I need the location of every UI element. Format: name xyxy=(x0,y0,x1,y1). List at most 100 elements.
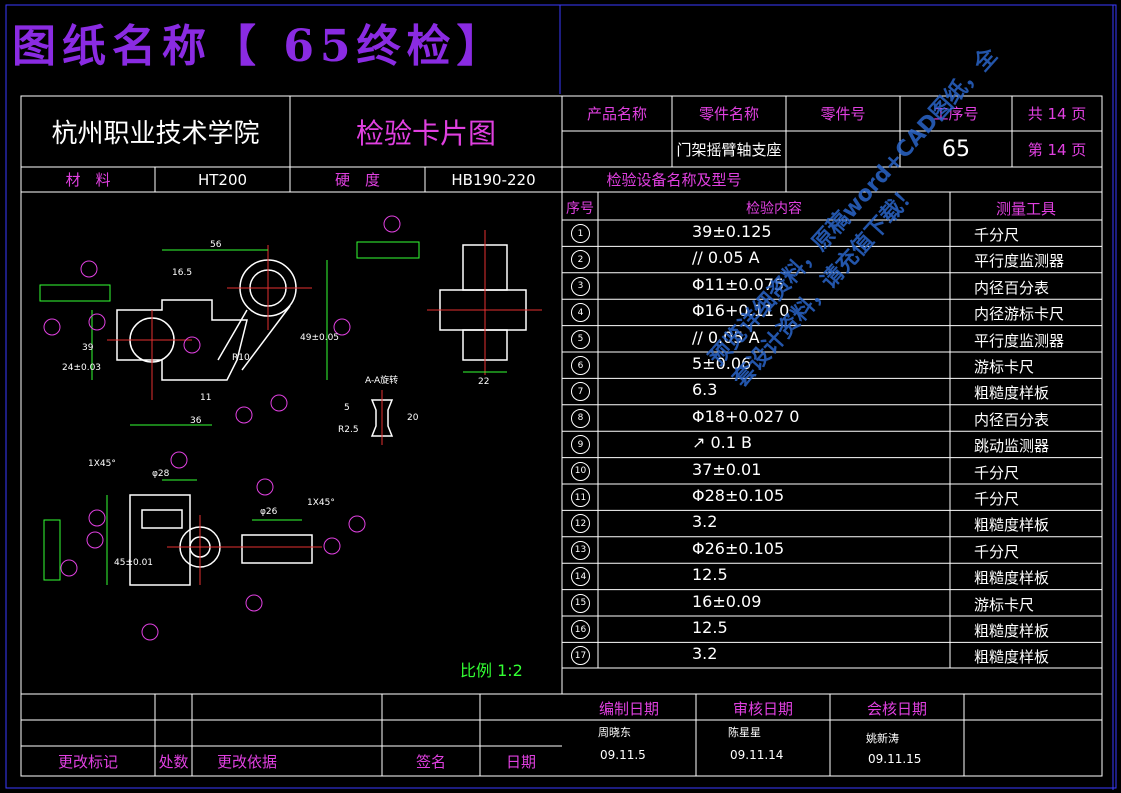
material-label: 材 料 xyxy=(65,171,111,189)
section-label: A-A旋转 xyxy=(365,374,398,386)
table-row: 15 16±0.09 游标卡尺 xyxy=(562,590,1102,616)
part-drawing: 56 16.5 39 24±0.03 11 36 49±0.05 22 φ28 … xyxy=(39,215,542,641)
row-tool: 粗糙度样板 xyxy=(974,648,1050,667)
row-number: 12 xyxy=(571,514,590,534)
row-content: 12.5 xyxy=(692,618,728,637)
change-mark-label: 更改标记 xyxy=(57,752,118,771)
dim-22: 22 xyxy=(478,377,489,387)
table-row: 8 Φ18+0.027 0 内径百分表 xyxy=(562,405,1102,431)
table-row: 13 Φ26±0.105 千分尺 xyxy=(562,537,1102,563)
row-number: 3 xyxy=(571,276,590,296)
row-tool: 内径游标卡尺 xyxy=(974,305,1065,324)
drawing-title: 图纸名称【 65终检】 xyxy=(12,21,507,72)
row-content: 39±0.125 xyxy=(692,222,772,241)
countersigner-name: 姚新涛 xyxy=(866,732,899,745)
basis-label: 更改依据 xyxy=(216,752,277,771)
row-content: // 0.05 A xyxy=(692,248,760,268)
total-pages: 共 14 页 xyxy=(1027,105,1087,123)
row-number: 10 xyxy=(571,461,590,481)
row-content: Φ11±0.075 xyxy=(692,274,785,294)
process-no: 65 xyxy=(942,136,970,162)
col-content-header: 检验内容 xyxy=(746,201,802,217)
row-content: 37±0.01 xyxy=(692,459,762,479)
row-content: 5±0.06 xyxy=(692,354,752,373)
row-content: 16±0.09 xyxy=(692,591,762,611)
dim-36: 36 xyxy=(190,416,202,426)
row-content: Φ18+0.027 0 xyxy=(692,406,800,426)
equipment-label: 检验设备名称及型号 xyxy=(606,171,742,189)
dim-39: 39 xyxy=(82,343,94,353)
row-tool: 内径百分表 xyxy=(974,410,1050,429)
countersign-date-value: 09.11.15 xyxy=(868,752,922,766)
dim-phi26: φ26 xyxy=(260,507,278,517)
col-no-header: 序号 xyxy=(566,201,594,217)
dim-16-5: 16.5 xyxy=(172,268,192,278)
hardness-value: HB190-220 xyxy=(451,170,536,189)
row-tool: 平行度监测器 xyxy=(974,331,1065,350)
table-row: 2 // 0.05 A 平行度监测器 xyxy=(562,246,1102,272)
review-date-value: 09.11.14 xyxy=(730,748,784,762)
row-content: ↗ 0.1 B xyxy=(692,433,752,453)
row-content: Φ28±0.105 xyxy=(692,486,785,505)
row-number: 14 xyxy=(571,567,590,587)
row-number: 2 xyxy=(571,250,590,270)
part-name: 门架摇臂轴支座 xyxy=(676,140,782,159)
row-number: 13 xyxy=(571,540,590,560)
dim-R25: R2.5 xyxy=(338,425,359,435)
table-row: 16 12.5 粗糙度样板 xyxy=(562,616,1102,642)
dim-56: 56 xyxy=(210,240,222,250)
row-number: 8 xyxy=(571,408,590,428)
row-tool: 游标卡尺 xyxy=(974,358,1035,376)
table-row: 3 Φ11±0.075 内径百分表 xyxy=(562,273,1102,299)
reviewer-name: 陈星星 xyxy=(728,726,761,739)
material-value: HT200 xyxy=(197,170,248,189)
compile-date-label: 编制日期 xyxy=(598,699,659,718)
row-number: 6 xyxy=(571,356,590,375)
current-page: 第 14 页 xyxy=(1027,140,1087,159)
row-tool: 粗糙度样板 xyxy=(974,622,1050,640)
dim-R10: R10 xyxy=(232,353,250,363)
sign-label: 签名 xyxy=(415,752,446,771)
row-tool: 千分尺 xyxy=(974,542,1020,561)
row-tool: 内径百分表 xyxy=(974,278,1050,297)
school-name: 杭州职业技术学院 xyxy=(51,119,260,149)
row-tool: 千分尺 xyxy=(974,226,1020,244)
scale-label: 比例 1:2 xyxy=(460,661,523,680)
date-label: 日期 xyxy=(505,752,536,771)
part-no-label: 零件号 xyxy=(820,105,866,123)
row-tool: 粗糙度样板 xyxy=(974,516,1050,535)
table-row: 17 3.2 粗糙度样板 xyxy=(562,642,1102,668)
dim-phi28: φ28 xyxy=(152,469,170,479)
part-name-label: 零件名称 xyxy=(698,105,759,123)
compiler-name: 周晓东 xyxy=(598,726,631,739)
chamfer-1: 1X45° xyxy=(88,459,116,469)
process-no-label: 工序号 xyxy=(933,105,979,123)
review-date-label: 审核日期 xyxy=(732,699,793,718)
row-tool: 平行度监测器 xyxy=(974,252,1065,271)
row-number: 11 xyxy=(571,488,590,507)
row-tool: 游标卡尺 xyxy=(974,595,1035,614)
row-content: Φ26±0.105 xyxy=(692,538,785,558)
row-number: 5 xyxy=(571,329,590,349)
table-row: 6 5±0.06 游标卡尺 xyxy=(562,352,1102,378)
chamfer-2: 1X45° xyxy=(307,498,335,508)
count-label: 处数 xyxy=(158,752,189,771)
product-name-label: 产品名称 xyxy=(586,105,647,123)
dim-49: 49±0.05 xyxy=(300,333,339,343)
row-tool: 千分尺 xyxy=(974,490,1020,508)
row-number: 17 xyxy=(571,646,590,666)
hardness-label: 硬 度 xyxy=(334,171,380,189)
row-number: 1 xyxy=(571,224,590,243)
row-content: 3.2 xyxy=(692,644,718,664)
row-number: 16 xyxy=(571,620,590,639)
row-tool: 跳动监测器 xyxy=(974,437,1050,456)
countersign-date-label: 会核日期 xyxy=(866,699,927,718)
row-number: 4 xyxy=(571,303,590,323)
row-number: 15 xyxy=(571,593,590,613)
dim-24: 24±0.03 xyxy=(62,363,101,373)
